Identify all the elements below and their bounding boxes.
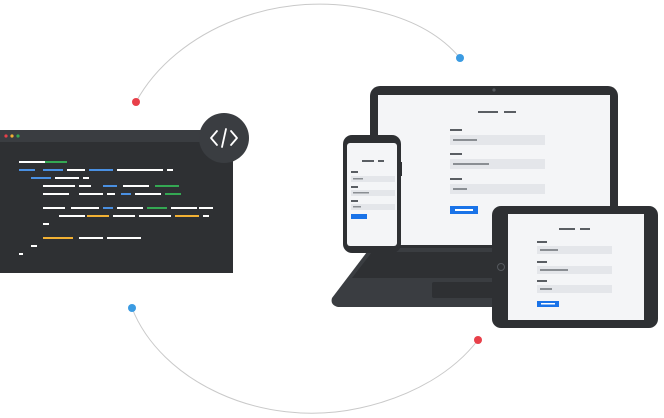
- code-editor-body: [0, 130, 233, 273]
- laptop-input-1: [450, 135, 545, 145]
- tablet-input-3: [537, 285, 612, 293]
- tablet-input-1: [537, 246, 612, 254]
- code-editor-window: [0, 130, 233, 273]
- phone-side-button: [400, 162, 402, 176]
- phone-input-1: [351, 176, 395, 182]
- tablet-device: [492, 206, 658, 328]
- orbit-arc-bottom: [131, 307, 479, 414]
- window-maximize-dot: [16, 134, 20, 138]
- code-badge: [199, 113, 249, 163]
- code-lines: [19, 161, 213, 255]
- orbit-dot-blue-top: [456, 54, 464, 62]
- laptop-form: [450, 111, 545, 214]
- orbit-dot-red-top: [132, 98, 140, 106]
- orbit-dot-red-bottom: [474, 336, 482, 344]
- phone-input-2: [351, 190, 395, 196]
- orbit-arcs: [131, 3, 479, 414]
- orbit-dot-blue-bottom: [128, 304, 136, 312]
- tablet-home-button: [497, 263, 505, 271]
- phone-form: [351, 160, 395, 219]
- phone-input-3: [351, 204, 395, 210]
- tablet-input-2: [537, 266, 612, 274]
- orbit-arc-top: [135, 3, 461, 103]
- window-close-dot: [4, 134, 8, 138]
- tablet-form: [537, 228, 612, 307]
- code-editor-titlebar: [0, 130, 233, 142]
- code-brackets-icon: [210, 128, 238, 148]
- window-minimize-dot: [10, 134, 14, 138]
- phone-device: [343, 135, 402, 253]
- laptop-camera: [492, 88, 496, 92]
- laptop-input-2: [450, 159, 545, 169]
- phone-submit-button: [351, 214, 367, 219]
- phone-notch: [360, 137, 384, 143]
- laptop-input-3: [450, 184, 545, 194]
